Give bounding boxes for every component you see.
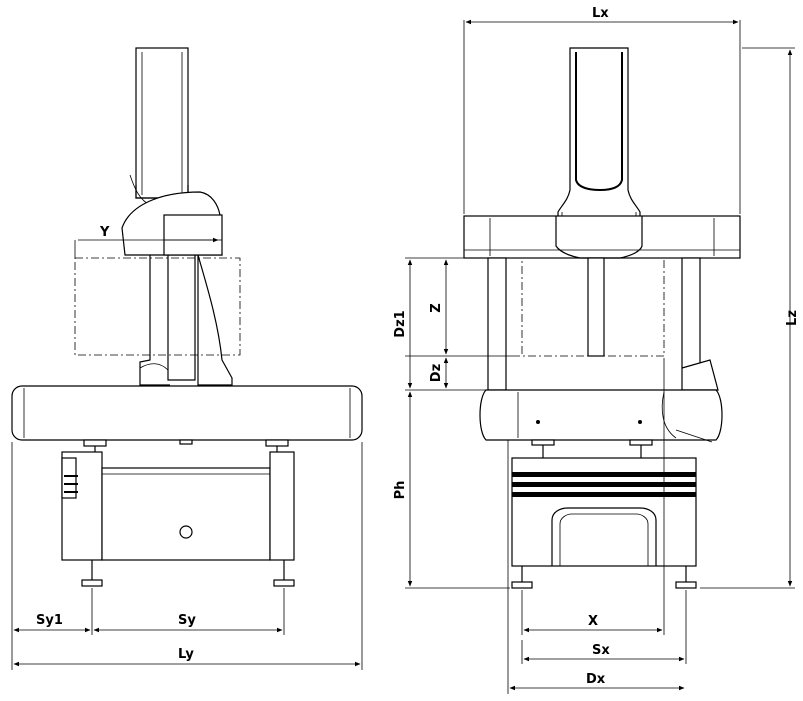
dim-dx: Dx	[509, 672, 685, 691]
side-table	[11, 385, 363, 445]
label-y: Y	[99, 225, 110, 240]
front-legs	[487, 257, 719, 391]
front-spindle	[587, 257, 605, 357]
label-x: X	[588, 614, 598, 629]
front-table	[479, 389, 723, 443]
front-bridge	[463, 215, 741, 259]
side-feet	[81, 560, 295, 587]
label-lz: Lz	[785, 310, 800, 326]
dim-x: X	[523, 614, 663, 633]
dim-dz: Dz	[429, 357, 449, 389]
side-base	[61, 451, 295, 561]
dim-sx: Sx	[523, 643, 685, 662]
dim-ly: Ly	[13, 647, 361, 667]
dim-sy1: Sy1	[13, 613, 91, 633]
front-view: Lx Lz Dz1 Z Dz Ph X	[393, 6, 800, 694]
front-feet	[511, 566, 697, 589]
label-sx: Sx	[592, 643, 610, 658]
label-dz: Dz	[429, 364, 444, 382]
label-sy: Sy	[178, 613, 196, 628]
label-z: Z	[429, 303, 444, 312]
dim-y: Y	[78, 225, 219, 243]
front-envelope	[521, 257, 665, 357]
dim-sy: Sy	[93, 613, 283, 633]
dim-z: Z	[429, 259, 449, 355]
label-dx: Dx	[586, 672, 606, 687]
label-ph: Ph	[393, 481, 408, 500]
dim-lz: Lz	[785, 49, 800, 587]
front-column	[557, 47, 641, 229]
label-sy1: Sy1	[36, 613, 63, 628]
dim-ph: Ph	[393, 391, 413, 587]
side-pads	[83, 439, 289, 452]
front-base	[511, 457, 697, 567]
side-bridge-leg	[139, 254, 233, 386]
front-pads	[531, 439, 653, 458]
side-envelope	[74, 240, 241, 356]
side-carriage	[121, 191, 223, 256]
side-column	[129, 47, 189, 206]
dim-lx: Lx	[465, 6, 739, 25]
label-ly: Ly	[178, 647, 194, 662]
label-dz1: Dz1	[393, 310, 408, 337]
label-lx: Lx	[592, 6, 609, 21]
side-view: Y	[11, 47, 363, 670]
dim-dz1: Dz1	[393, 259, 413, 389]
